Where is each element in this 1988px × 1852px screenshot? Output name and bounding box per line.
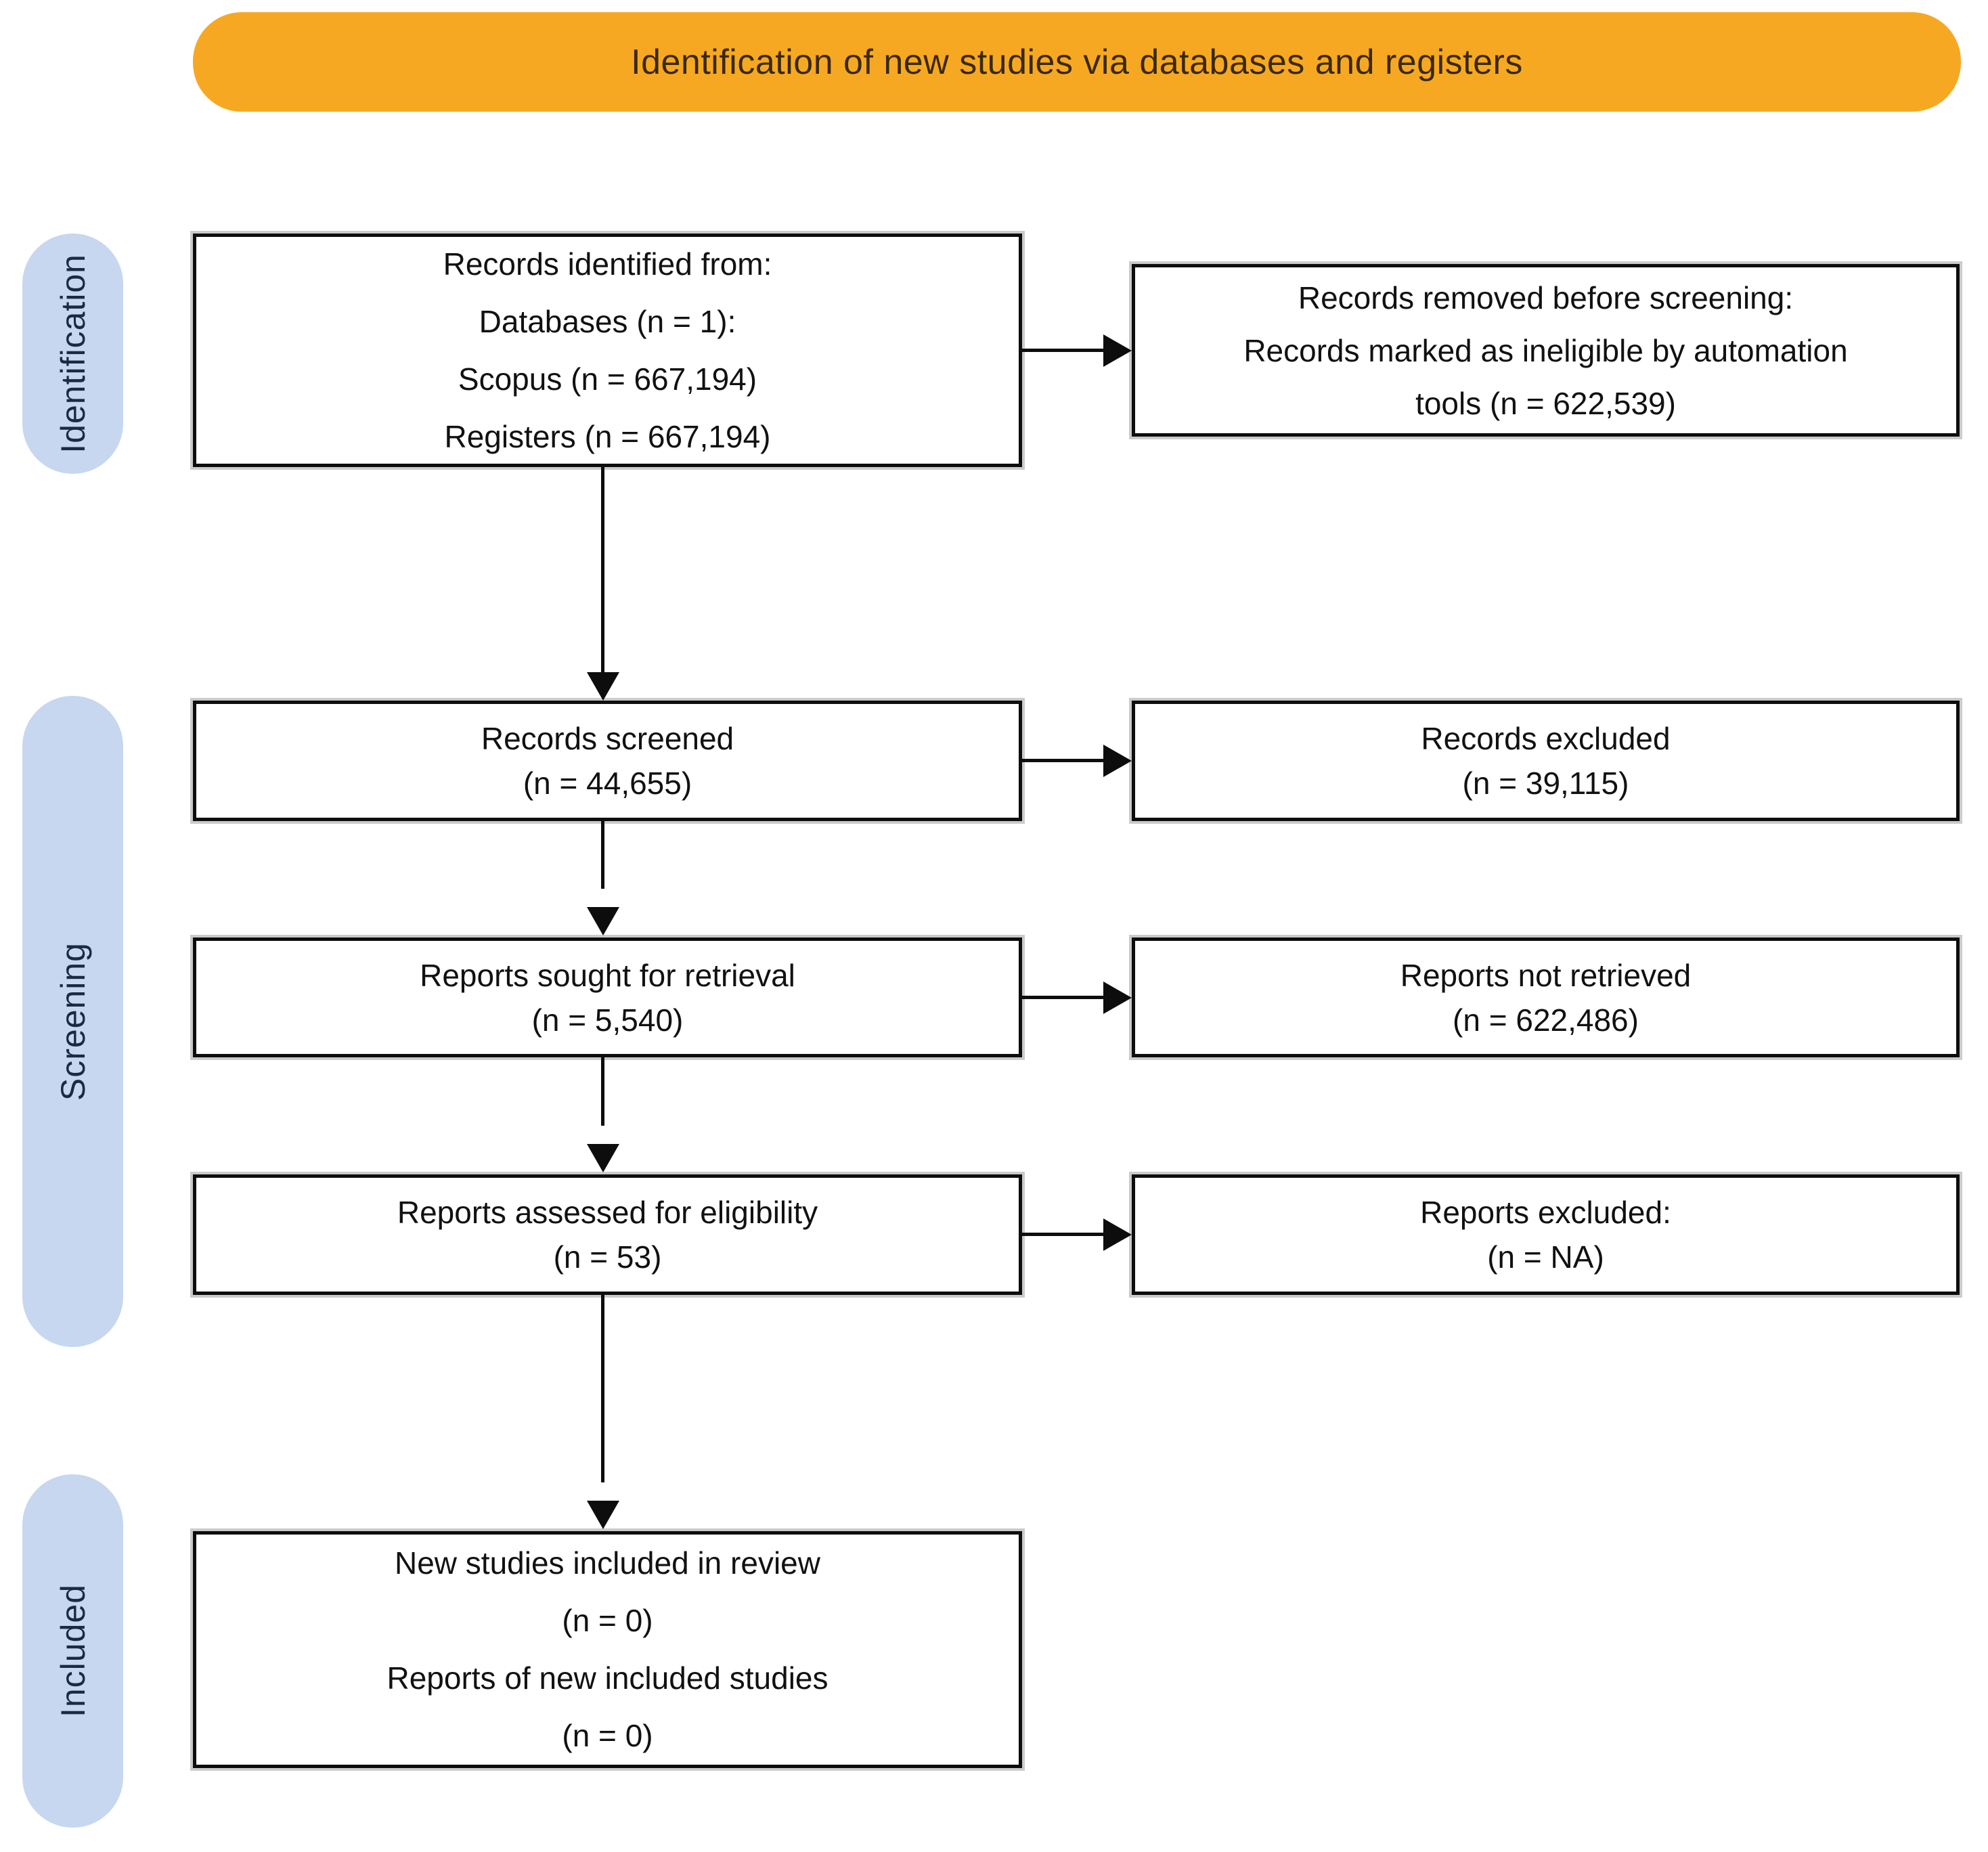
arrow-right-head-3 [1103,982,1132,1014]
box-line: Databases (n = 1): [479,303,736,339]
box-line: Scopus (n = 667,194) [458,361,757,397]
box-line: Reports of new included studies [386,1660,829,1696]
arrow-down-line-1 [601,467,604,674]
stage-pill-identification: Identification [22,234,123,474]
box-line: (n = 44,655) [523,766,692,801]
arrow-down-line-4 [601,1295,604,1482]
box-new-studies-included: New studies included in review (n = 0) R… [193,1531,1022,1768]
box-line: (n = 53) [553,1239,662,1275]
box-line: (n = 0) [562,1718,653,1753]
banner-identification-via-databases: Identification of new studies via databa… [193,12,1961,112]
box-line: Records screened [481,721,734,756]
box-line: New studies included in review [395,1545,820,1581]
box-reports-excluded: Reports excluded: (n = NA) [1132,1174,1960,1295]
box-line: Records marked as ineligible by automati… [1243,332,1848,368]
arrow-down-head-2 [587,907,619,935]
box-line: (n = 622,486) [1453,1002,1639,1038]
arrow-right-head-2 [1103,745,1132,777]
arrow-down-head-1 [587,672,619,701]
stage-label-identification: Identification [53,254,92,454]
box-records-removed: Records removed before screening: Record… [1132,264,1960,437]
arrow-right-line-3 [1022,996,1105,999]
banner-label: Identification of new studies via databa… [631,42,1523,82]
stage-pill-included: Included [22,1474,123,1828]
box-records-screened: Records screened (n = 44,655) [193,701,1022,821]
arrow-right-head-4 [1103,1218,1132,1251]
box-line: (n = NA) [1487,1239,1604,1275]
arrow-down-head-4 [587,1501,619,1529]
stage-pill-screening: Screening [22,696,123,1347]
box-line: Records excluded [1421,721,1671,756]
box-line: (n = 0) [562,1603,653,1638]
arrow-down-head-3 [587,1144,619,1172]
box-line: Records removed before screening: [1298,280,1794,315]
stage-label-included: Included [53,1584,92,1718]
box-records-identified: Records identified from: Databases (n = … [193,234,1022,467]
box-reports-assessed: Reports assessed for eligibility (n = 53… [193,1174,1022,1295]
box-line: tools (n = 622,539) [1415,385,1676,421]
box-line: (n = 5,540) [531,1002,684,1038]
arrow-right-line-4 [1022,1233,1105,1236]
arrow-down-line-2 [601,821,604,889]
box-line: Reports assessed for eligibility [397,1195,818,1230]
arrow-right-line-2 [1022,759,1105,762]
box-records-excluded: Records excluded (n = 39,115) [1132,701,1960,821]
box-reports-sought: Reports sought for retrieval (n = 5,540) [193,938,1022,1057]
stage-label-screening: Screening [53,942,92,1101]
arrow-down-line-3 [601,1057,604,1126]
box-reports-not-retrieved: Reports not retrieved (n = 622,486) [1132,938,1960,1057]
box-line: Reports excluded: [1420,1195,1671,1230]
box-line: (n = 39,115) [1462,766,1629,801]
box-line: Registers (n = 667,194) [444,418,771,454]
box-line: Records identified from: [443,246,772,282]
box-line: Reports sought for retrieval [420,957,795,993]
arrow-right-line-1 [1022,349,1105,352]
arrow-right-head-1 [1103,334,1132,367]
box-line: Reports not retrieved [1400,957,1692,993]
